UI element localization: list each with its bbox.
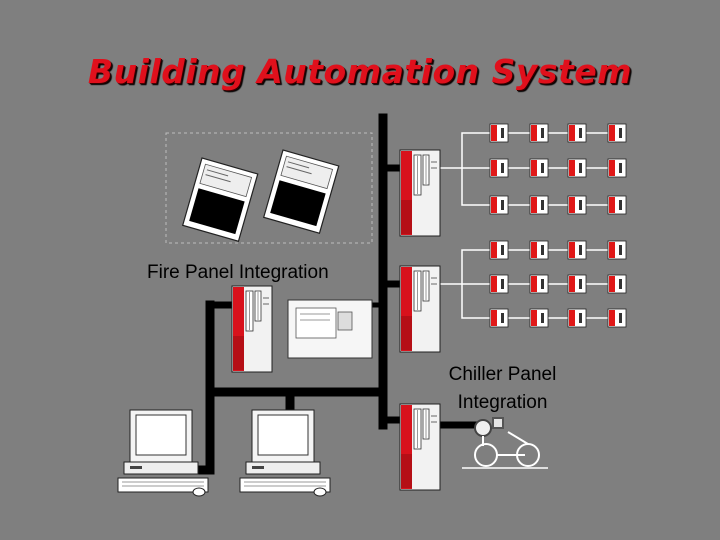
terminal-unit-icon	[529, 158, 549, 178]
workstation-icon	[117, 409, 209, 493]
fire-panel-integration-label: Fire Panel Integration	[147, 262, 329, 283]
fire-panel-icon	[181, 157, 259, 243]
page-title: Building Automation System	[87, 52, 633, 91]
terminal-unit-icon	[567, 123, 587, 143]
terminal-unit-icon	[529, 123, 549, 143]
fire-panel-group-box	[165, 132, 373, 244]
chiller-panel-integration-label: Chiller Panel Integration	[420, 361, 585, 417]
chiller-label-line1: Chiller Panel	[448, 364, 557, 385]
control-panel-icon	[287, 299, 373, 359]
terminal-unit-icon	[567, 240, 587, 260]
mouse-icon	[192, 487, 206, 497]
terminal-unit-icon	[489, 123, 509, 143]
controller-cabinet-icon	[231, 285, 273, 373]
mouse-icon	[313, 487, 327, 497]
workstation-icon	[239, 409, 331, 493]
terminal-unit-icon	[567, 195, 587, 215]
terminal-unit-icon	[607, 123, 627, 143]
terminal-unit-icon	[489, 274, 509, 294]
terminal-unit-icon	[489, 195, 509, 215]
terminal-unit-icon	[567, 274, 587, 294]
terminal-unit-icon	[607, 274, 627, 294]
terminal-unit-grid	[489, 123, 627, 328]
controller-cabinet-icon	[399, 149, 441, 237]
terminal-unit-icon	[607, 195, 627, 215]
terminal-unit-icon	[567, 158, 587, 178]
controller-cabinet-icon	[399, 265, 441, 353]
terminal-unit-icon	[529, 274, 549, 294]
terminal-unit-icon	[567, 308, 587, 328]
terminal-unit-icon	[607, 240, 627, 260]
terminal-unit-icon	[489, 240, 509, 260]
terminal-unit-icon	[489, 158, 509, 178]
terminal-unit-icon	[529, 240, 549, 260]
fire-panel-icon	[262, 149, 340, 235]
chiller-label-line2: Integration	[457, 392, 548, 413]
terminal-unit-icon	[529, 195, 549, 215]
terminal-unit-icon	[529, 308, 549, 328]
terminal-unit-icon	[607, 158, 627, 178]
terminal-unit-icon	[489, 308, 509, 328]
chiller-icon	[462, 417, 548, 469]
terminal-unit-icon	[607, 308, 627, 328]
